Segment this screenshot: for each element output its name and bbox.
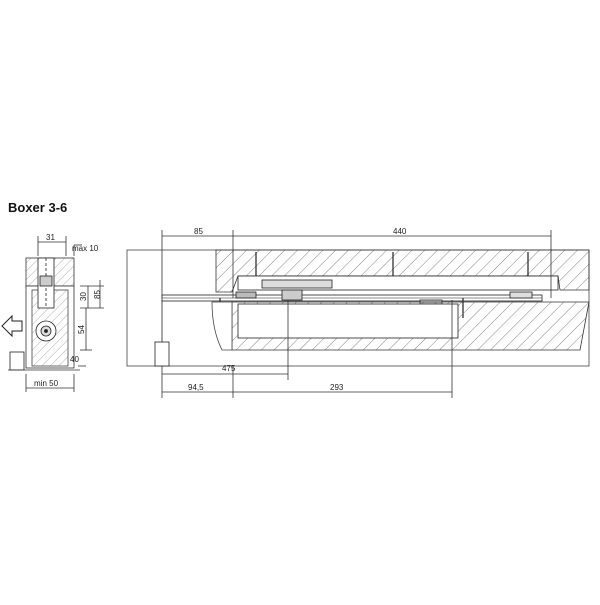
side-view-labels: 31 max 10 30 85 54 40 min 50 [34,233,102,388]
dim-max-gap: max 10 [72,244,99,253]
dim-offset-bottom: 94,5 [188,383,204,392]
dim-length: 440 [393,227,407,236]
dim-h40: 40 [70,355,79,364]
dim-axis-distance: 293 [330,383,344,392]
dim-h54: 54 [77,325,86,334]
side-view [1,236,104,392]
floor-stop [154,341,170,367]
main-view [126,230,590,398]
door-recess [237,303,459,339]
dim-lower-left: 475 [222,364,236,373]
main-view-labels: 85 440 475 94,5 293 [188,227,407,392]
left-arrow-icon [1,314,23,338]
dim-min-width: min 50 [34,379,59,388]
dim-h30: 30 [79,292,88,301]
product-title: Boxer 3-6 [8,200,68,215]
dim-h85: 85 [93,290,102,299]
dim-width-top: 31 [46,233,55,242]
dim-left-offset: 85 [194,227,203,236]
